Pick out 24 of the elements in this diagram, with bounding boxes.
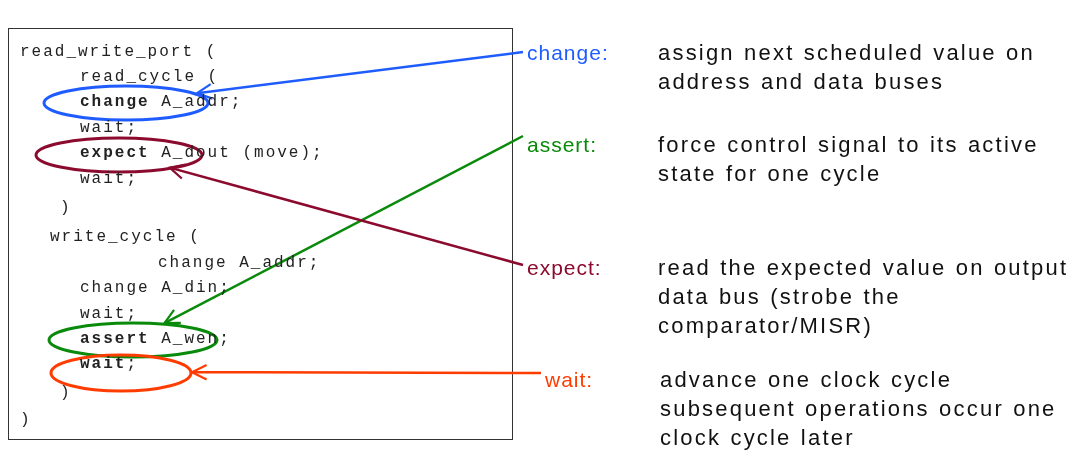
keyword-label: assert: xyxy=(527,132,598,157)
code-line: ) xyxy=(20,410,32,430)
code-line: wait; xyxy=(80,118,138,138)
keyword-label: change: xyxy=(527,40,609,65)
code-panel xyxy=(8,28,513,440)
code-line: write_cycle ( xyxy=(50,227,201,247)
keyword-label: expect: xyxy=(527,255,602,280)
code-line: read_write_port ( xyxy=(20,42,218,62)
description-text: assign next scheduled value on address and data buses xyxy=(658,39,1036,96)
keyword-label: wait: xyxy=(545,367,594,392)
arrow xyxy=(168,163,524,267)
code-line: change A_din; xyxy=(80,278,231,298)
code-line: ) xyxy=(60,383,72,403)
code-line: ) xyxy=(60,198,72,218)
code-line: read_cycle ( xyxy=(80,67,220,87)
code-line: wait; xyxy=(80,354,138,374)
code-line: wait; xyxy=(80,304,138,324)
description-text: read the expected value on output data bus (strobe the comparator/MISR) xyxy=(658,254,1070,340)
arrow xyxy=(163,134,524,325)
description-text: advance one clock cycle subsequent operations occur one clock cycle later xyxy=(660,366,1058,452)
arrow xyxy=(196,50,524,100)
code-line: wait; xyxy=(80,169,138,189)
arrow xyxy=(190,363,541,381)
description-text: force control signal to its active state for one cycle xyxy=(658,131,1040,188)
